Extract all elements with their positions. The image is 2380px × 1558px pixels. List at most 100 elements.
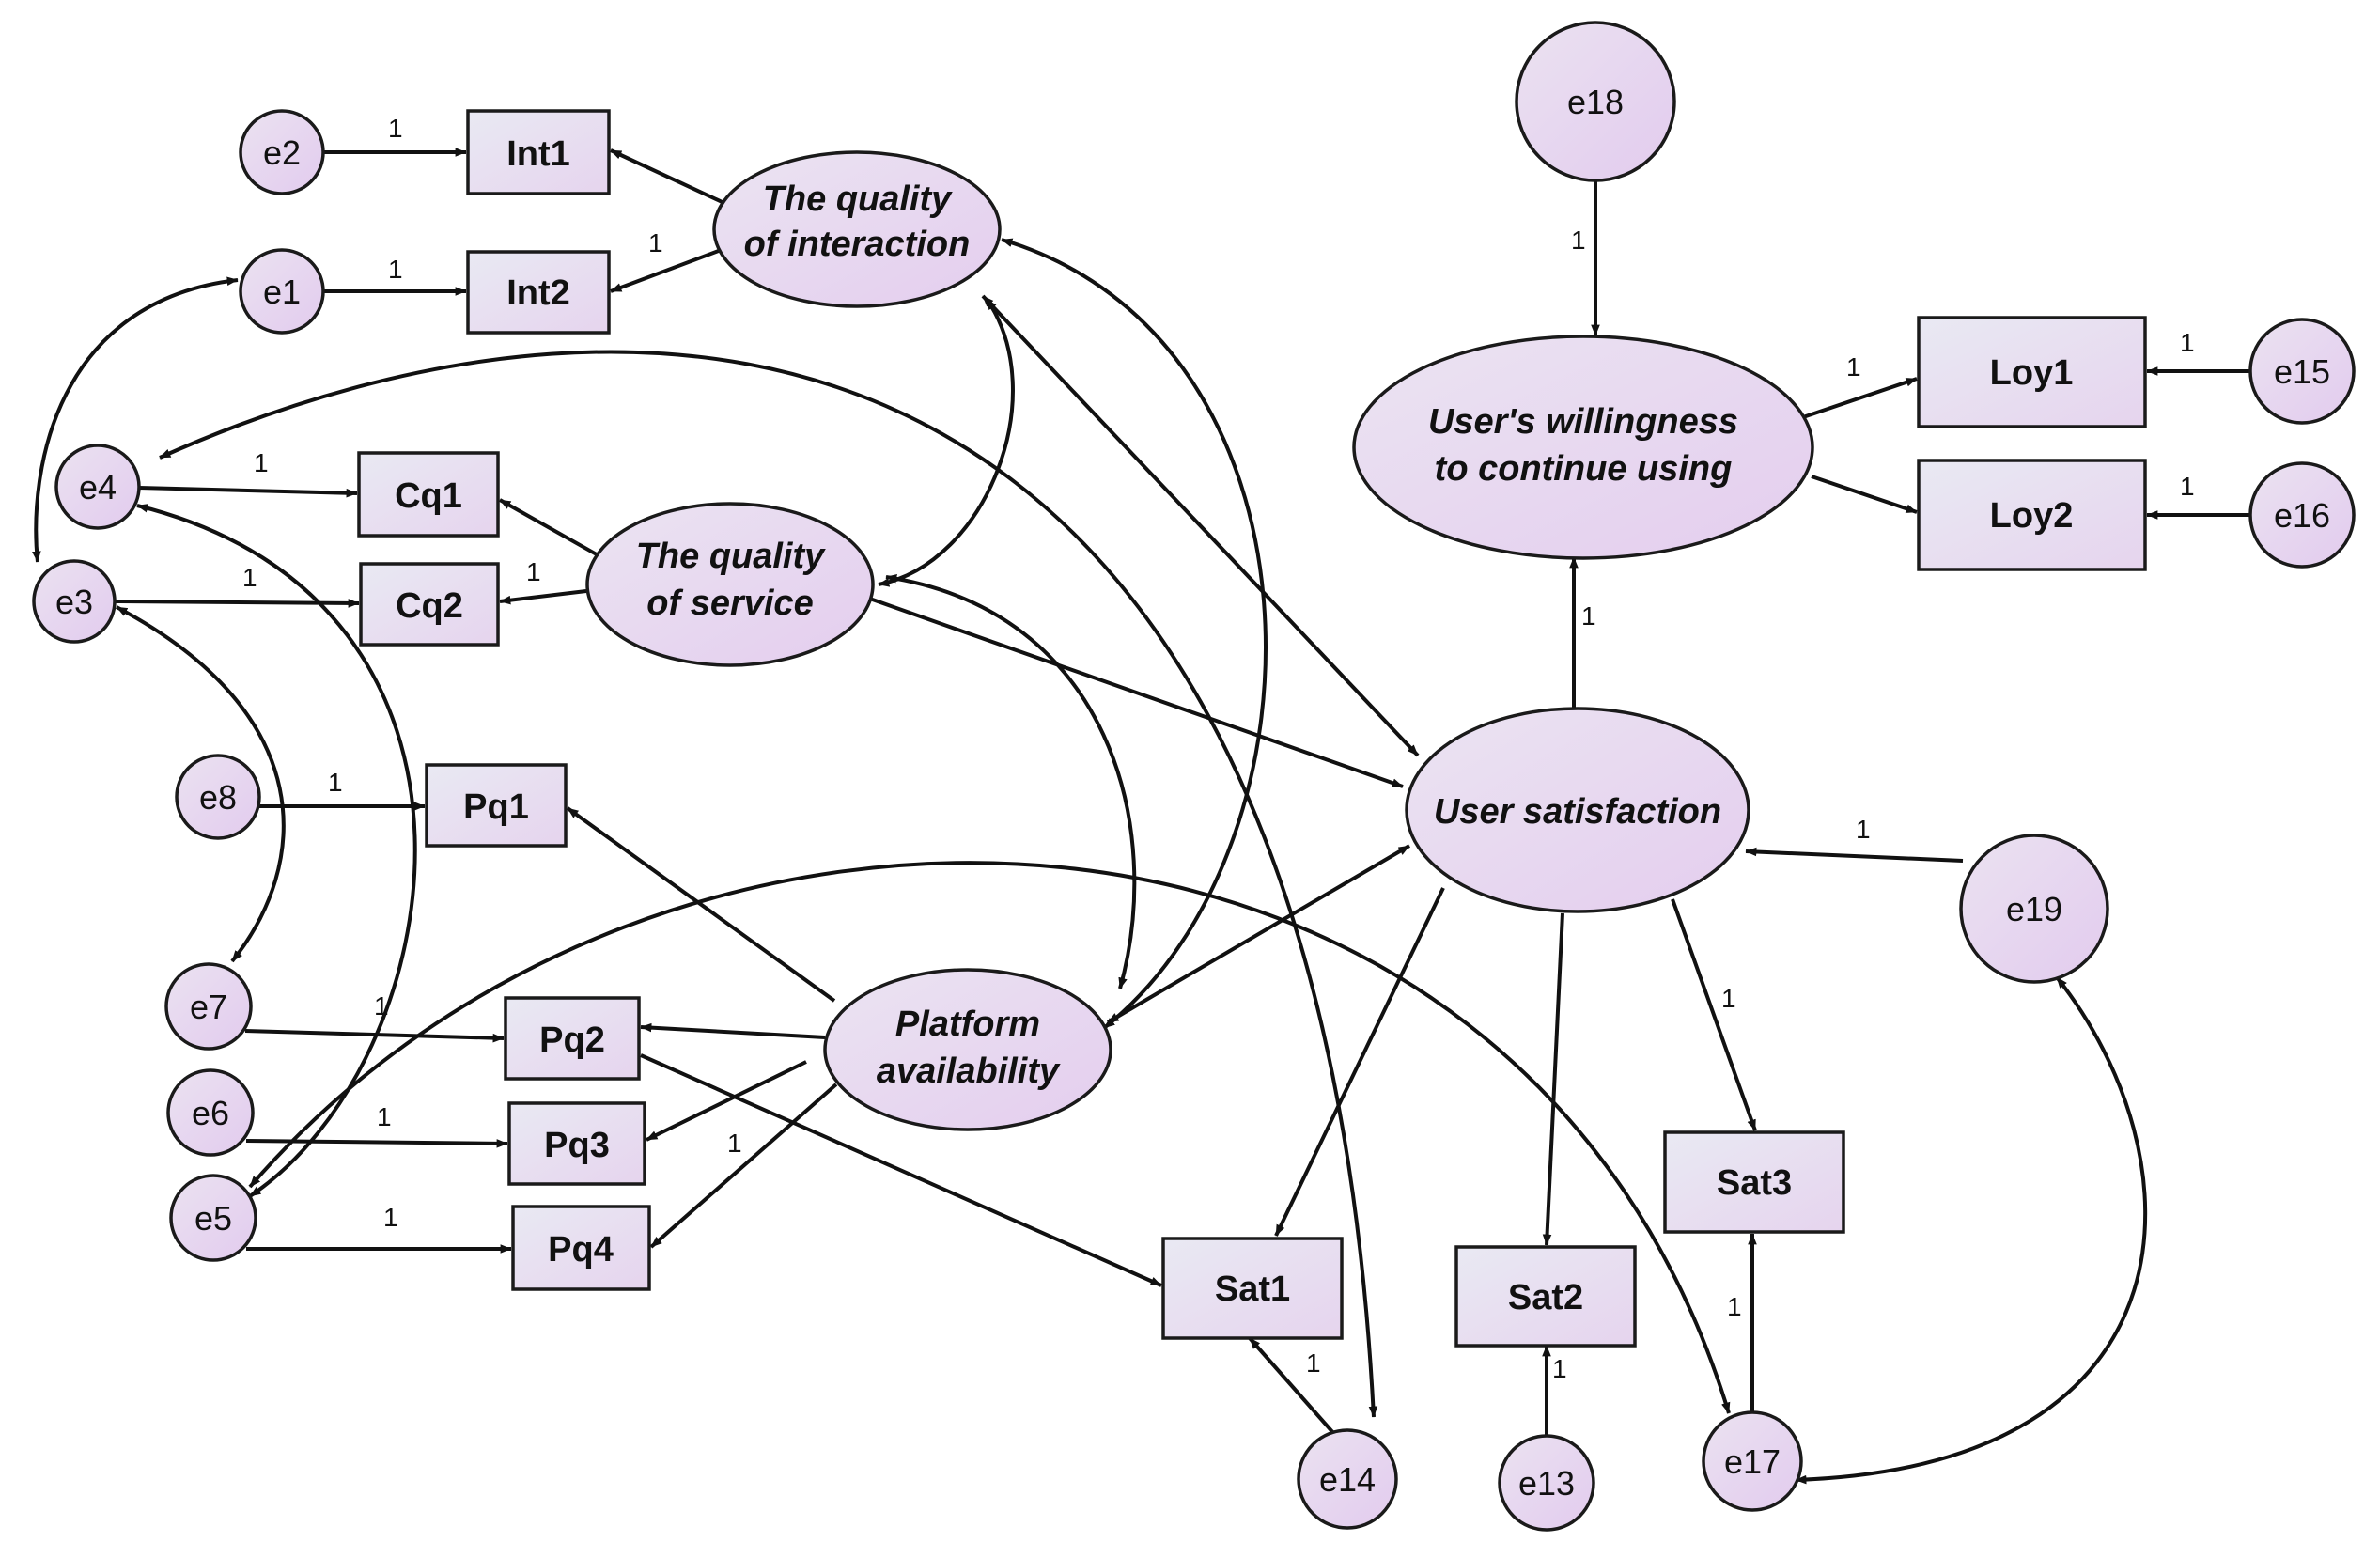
node-label: e19 (2006, 890, 2062, 928)
edge-uw-loy1 (1799, 377, 1918, 420)
node-label: e18 (1567, 83, 1624, 121)
node-sat3[interactable]: Sat3 (1663, 1130, 1845, 1234)
weights-layer: 1 1 1 1 1 1 1 1 1 1 1 1 1 1 1 1 1 1 1 1 … (242, 114, 2195, 1383)
node-e6[interactable]: e6 (166, 1068, 255, 1157)
cov-pa-us (1106, 844, 1411, 1024)
edge-pa-pq1 (566, 806, 836, 1003)
weight-e2-int1: 1 (388, 114, 403, 143)
node-label: e1 (263, 273, 301, 311)
node-label: Sat2 (1508, 1278, 1583, 1317)
node-label: Loy1 (1990, 353, 2074, 393)
edge-pa-pq2 (640, 1022, 826, 1039)
node-loy1[interactable]: Loy1 (1917, 316, 2147, 428)
edge-qs-us (863, 595, 1404, 788)
node-e14[interactable]: e14 (1297, 1428, 1398, 1530)
node-label: e13 (1518, 1464, 1575, 1503)
weight-e13-sat2: 1 (1552, 1354, 1567, 1383)
node-label: Cq1 (395, 476, 462, 516)
node-label: e4 (79, 468, 117, 506)
node-label: Pq2 (539, 1020, 605, 1060)
node-label: e17 (1724, 1442, 1781, 1481)
node-pq1[interactable]: Pq1 (425, 763, 568, 848)
node-int1[interactable]: Int1 (466, 109, 611, 195)
node-label: Sat1 (1215, 1270, 1290, 1309)
node-label-line2: to continue using (1435, 449, 1733, 489)
node-label: e5 (194, 1199, 232, 1238)
weight-us-sat3: 1 (1721, 984, 1736, 1013)
node-e2[interactable]: e2 (239, 109, 325, 195)
node-sat2[interactable]: Sat2 (1454, 1245, 1637, 1348)
node-label: Pq3 (544, 1126, 610, 1165)
node-e4[interactable]: e4 (54, 444, 141, 530)
node-label: e7 (190, 988, 227, 1026)
node-platform-availability[interactable]: Platform availability (823, 968, 1112, 1131)
node-e1[interactable]: e1 (239, 248, 325, 335)
node-label: Loy2 (1990, 496, 2074, 536)
node-user-satisfaction[interactable]: User satisfaction (1405, 707, 1750, 913)
node-label: Pq1 (463, 787, 529, 827)
weight-e15-loy1: 1 (2180, 328, 2195, 357)
node-int2[interactable]: Int2 (466, 250, 611, 335)
cov-qs-pa (885, 573, 1137, 989)
node-label-line2: of interaction (744, 225, 971, 264)
node-label: Cq2 (396, 586, 463, 626)
latent-variables: The quality of interaction The quality o… (585, 150, 1814, 1131)
weight-e19-us: 1 (1856, 815, 1871, 844)
node-e5[interactable]: e5 (169, 1174, 257, 1262)
node-quality-of-interaction[interactable]: The quality of interaction (712, 150, 1002, 308)
node-label-line1: The quality (636, 537, 826, 576)
edge-e14-sat1 (1248, 1336, 1336, 1436)
node-sat1[interactable]: Sat1 (1161, 1237, 1344, 1340)
node-loy2[interactable]: Loy2 (1917, 459, 2147, 571)
node-e16[interactable]: e16 (2248, 461, 2356, 569)
weight-e18-uw: 1 (1571, 226, 1586, 255)
weight-e8-pq1: 1 (328, 768, 343, 797)
edge-qs-cq1 (499, 498, 604, 560)
node-pq3[interactable]: Pq3 (507, 1101, 646, 1186)
node-e8[interactable]: e8 (175, 754, 261, 840)
weight-qs-cq2: 1 (526, 557, 541, 586)
observed-variables: Int1 Int2 Cq1 Cq2 Pq1 Pq2 Pq3 Pq4 (357, 109, 2147, 1348)
edge-qi-int1 (610, 148, 729, 207)
node-cq1[interactable]: Cq1 (357, 451, 500, 538)
node-e19[interactable]: e19 (1959, 834, 2109, 984)
cov-qi-qs (878, 297, 1015, 587)
node-pq2[interactable]: Pq2 (504, 996, 641, 1081)
node-e15[interactable]: e15 (2248, 318, 2356, 425)
node-e7[interactable]: e7 (164, 962, 253, 1051)
edges-layer (32, 148, 2250, 1485)
node-e17[interactable]: e17 (1702, 1410, 1803, 1512)
weight-e4-cq1: 1 (254, 448, 269, 477)
node-label: e16 (2274, 496, 2330, 535)
weight-e1-int2: 1 (388, 255, 403, 284)
node-e3[interactable]: e3 (32, 559, 117, 644)
node-cq2[interactable]: Cq2 (359, 562, 500, 647)
weight-pa-pq4: 1 (727, 1129, 742, 1158)
edge-us-sat3 (1671, 898, 1757, 1131)
weight-e16-loy2: 1 (2180, 472, 2195, 501)
weight-qi-int2: 1 (648, 228, 663, 257)
edge-e4-cq1 (138, 486, 358, 498)
edge-uw-loy2 (1811, 475, 1918, 514)
node-label-line1: User satisfaction (1434, 792, 1721, 832)
node-e13[interactable]: e13 (1498, 1434, 1595, 1532)
node-label: e2 (263, 133, 301, 172)
node-label: Pq4 (548, 1230, 614, 1270)
node-users-willingness[interactable]: User's willingness to continue using (1352, 335, 1814, 560)
node-label: e6 (192, 1094, 229, 1132)
node-label-line1: User's willingness (1428, 402, 1738, 442)
node-quality-of-service[interactable]: The quality of service (585, 502, 875, 667)
node-e18[interactable]: e18 (1515, 21, 1676, 182)
edge-e6-pq3 (245, 1139, 508, 1148)
node-label: e8 (199, 778, 237, 817)
cov-qi-us (981, 294, 1420, 757)
weight-e3-cq2: 1 (242, 563, 257, 592)
node-pq4[interactable]: Pq4 (511, 1205, 651, 1291)
cov-e1-e3 (32, 276, 239, 563)
node-label: e14 (1319, 1460, 1376, 1499)
node-label: Int2 (506, 273, 570, 313)
node-label-line1: The quality (763, 179, 953, 219)
weight-uw-loy1: 1 (1846, 352, 1861, 382)
weight-us-uw: 1 (1581, 601, 1596, 631)
